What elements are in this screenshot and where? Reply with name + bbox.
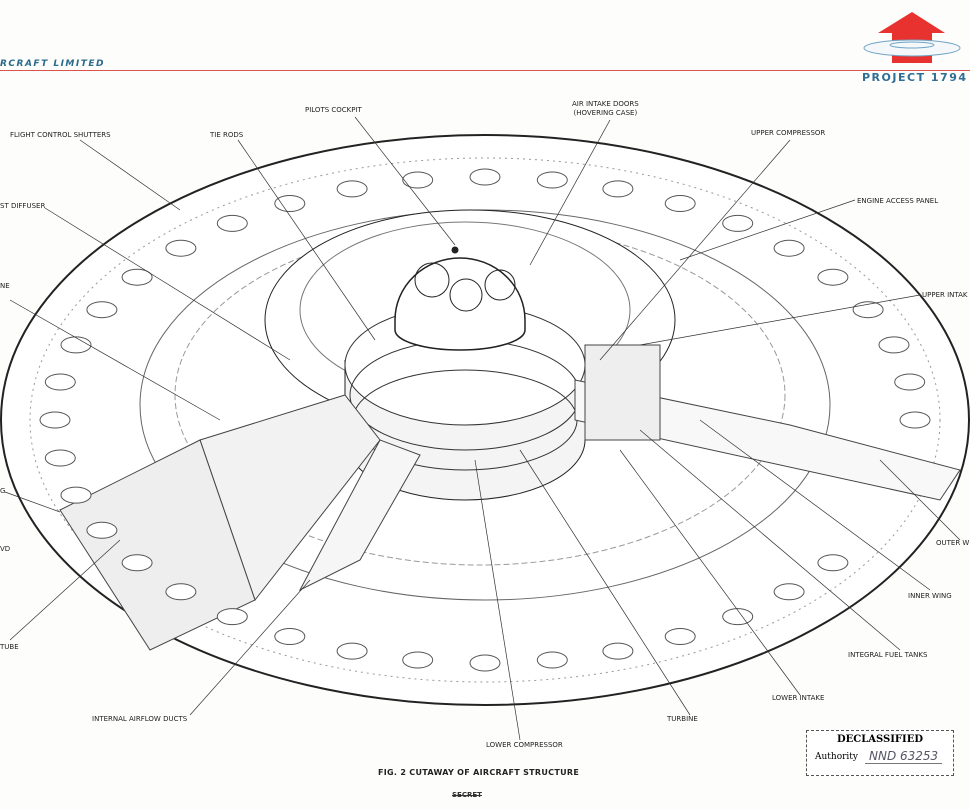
shutter (602, 642, 634, 660)
shutter (216, 214, 248, 232)
shutter (722, 214, 754, 232)
label-integral-fuel-tanks: INTEGRAL FUEL TANKS (848, 651, 928, 659)
label-upper-intake: UPPER INTAK (922, 291, 968, 299)
shutter (602, 180, 634, 198)
label-pilots-cockpit: PILOTS COCKPIT (305, 106, 362, 114)
label-lower-intake: LOWER INTAKE (772, 694, 825, 702)
label-lower-compressor: LOWER COMPRESSOR (486, 741, 563, 749)
shutter (60, 336, 92, 354)
stamp-authority-label: Authority (815, 752, 859, 762)
shutter (60, 486, 92, 504)
classification-mark: SECRET (452, 791, 482, 799)
shutter (536, 171, 568, 189)
shutter (274, 195, 306, 212)
shutter (817, 554, 849, 572)
shutter (216, 608, 248, 626)
label-flight-control-shutters: FLIGHT CONTROL SHUTTERS (10, 131, 111, 139)
label-air-intake-doors: AIR INTAKE DOORS (HOVERING CASE) (572, 100, 639, 118)
label-air-intake-doors-text: AIR INTAKE DOORS (572, 100, 639, 108)
shutter (469, 654, 501, 672)
declassified-stamp: DECLASSIFIED Authority NND 63253 (806, 730, 954, 776)
leader-lines (4, 116, 961, 741)
label-upper-compressor: UPPER COMPRESSOR (751, 129, 826, 137)
label-thrust-diffuser: ST DIFFUSER (0, 202, 46, 210)
shutter (773, 583, 805, 601)
shutter (274, 628, 306, 645)
project-title: PROJECT 1794 (862, 71, 968, 84)
label-left-g: G (0, 487, 6, 495)
shutter (86, 521, 118, 539)
figure-caption: FIG. 2 CUTAWAY OF AIRCRAFT STRUCTURE (378, 768, 580, 777)
project-logo (863, 12, 961, 63)
shutter (878, 336, 910, 354)
label-tie-rods: TIE RODS (210, 131, 244, 139)
shutter (44, 373, 76, 391)
label-engine-access-panel: ENGINE ACCESS PANEL (857, 197, 939, 205)
label-left-vd: VD (0, 545, 11, 553)
shutter (336, 180, 368, 198)
shutter (536, 651, 568, 669)
shutter (469, 168, 501, 186)
shutter (336, 642, 368, 660)
shutter (722, 608, 754, 626)
label-left-ne: NE (0, 282, 10, 290)
cockpit-dome (394, 246, 526, 351)
shutter (39, 411, 71, 429)
label-inner-wing: INNER WING (908, 592, 952, 600)
shutter (121, 268, 153, 286)
label-air-intake-doors-sub: (HOVERING CASE) (573, 109, 638, 117)
stamp-title: DECLASSIFIED (836, 734, 923, 745)
shutter (817, 268, 849, 286)
label-internal-airflow-ducts: INTERNAL AIRFLOW DUCTS (92, 715, 188, 723)
shutter (664, 195, 696, 212)
stamp-authority-value: NND 63253 (865, 749, 943, 764)
shutter (121, 554, 153, 572)
shutter (664, 628, 696, 645)
shutter (894, 373, 926, 391)
flight-control-shutters (39, 168, 931, 672)
label-tube: TUBE (0, 643, 19, 651)
header-rule (0, 70, 970, 71)
shutter (44, 449, 76, 467)
shutter (773, 239, 805, 257)
label-turbine: TURBINE (667, 715, 698, 723)
saucer-body (0, 134, 970, 706)
shutter (899, 411, 931, 429)
ducts (59, 344, 961, 651)
shutter (402, 171, 434, 189)
shutter (165, 583, 197, 601)
shutter (402, 651, 434, 669)
company-name: RCRAFT LIMITED (0, 59, 105, 69)
shutter (165, 239, 197, 257)
shutter (86, 301, 118, 319)
label-outer-wing: OUTER W (936, 539, 970, 547)
